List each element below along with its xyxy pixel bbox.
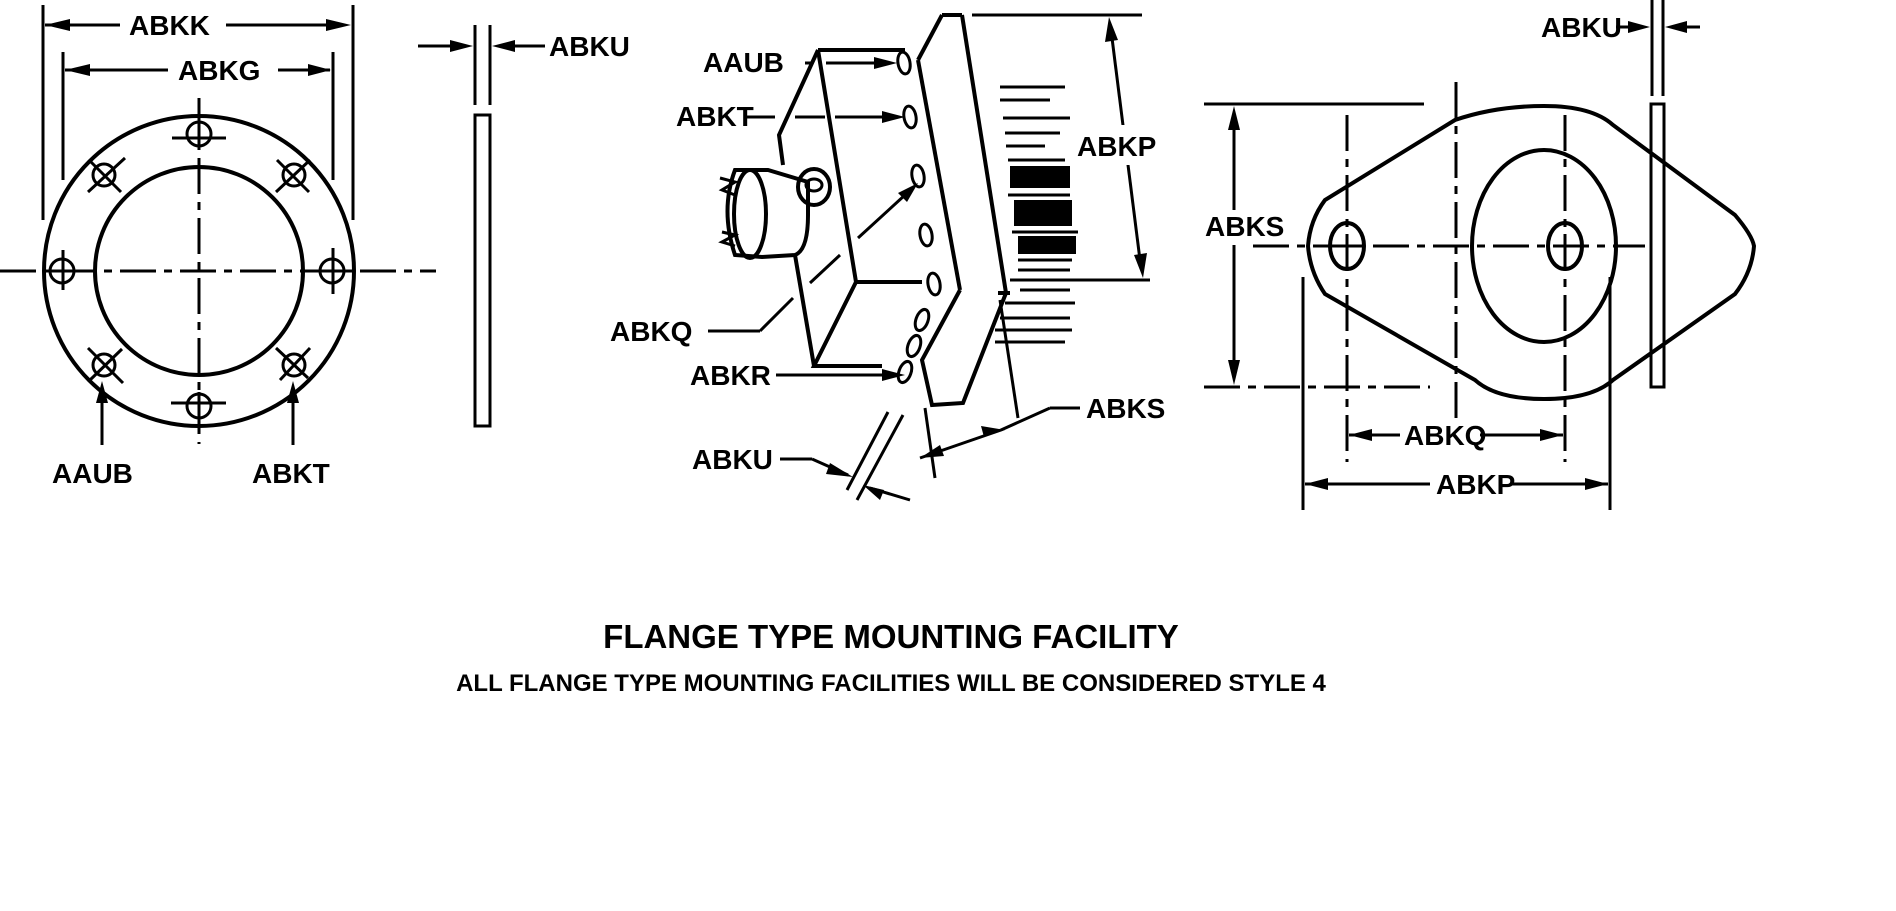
extension-line	[998, 299, 1020, 419]
box-bottom-edge	[810, 281, 882, 368]
bolt-hole-lower-right	[274, 346, 312, 382]
cooling-fins	[995, 85, 1078, 344]
arrowhead	[326, 19, 351, 31]
label-abkt: ABKT	[252, 458, 330, 489]
label-abkq: ABKQ	[1404, 420, 1486, 451]
arrowhead	[45, 19, 70, 31]
box-left-lower	[793, 254, 816, 367]
bolt-hole-upper-left	[86, 156, 127, 194]
plate-hole	[910, 163, 926, 189]
arrowhead	[874, 57, 897, 69]
arrowhead	[492, 40, 515, 52]
arrowhead	[863, 485, 884, 500]
arrowhead	[96, 381, 108, 403]
label-abku: ABKU	[549, 31, 630, 62]
arrowhead	[898, 183, 918, 202]
diamond-flange-outline	[1305, 103, 1757, 402]
plate-right-edge	[960, 14, 1008, 294]
bolt-hole-left	[48, 250, 76, 290]
arrowhead	[826, 463, 853, 477]
arrowhead	[450, 40, 473, 52]
box-front-edge	[816, 49, 922, 284]
extension-line	[845, 411, 890, 491]
label-aaub-iso: AAUB	[703, 47, 784, 78]
plate-hole	[926, 271, 942, 297]
drawing-title: FLANGE TYPE MOUNTING FACILITY	[603, 618, 1179, 655]
flange-profile	[1649, 102, 1666, 389]
bolt-hole-bottom	[171, 392, 226, 420]
connector-pins	[718, 230, 740, 248]
bolt-hole-lower-left	[86, 346, 125, 385]
arrowhead	[287, 381, 299, 403]
label-abkt-iso: ABKT	[676, 101, 754, 132]
round-flange-view: ABKK ABKG	[0, 5, 436, 489]
plate-hole	[896, 359, 914, 385]
arrowhead	[1228, 106, 1240, 130]
label-aaub: AAUB	[52, 458, 133, 489]
arrowhead	[1305, 478, 1328, 490]
label-abku-iso: ABKU	[692, 444, 773, 475]
connector-pins	[718, 176, 739, 197]
diamond-flange-side-view: ABKU	[1541, 0, 1700, 389]
arrowhead	[308, 64, 331, 76]
arrowhead	[1665, 21, 1687, 33]
bolt-hole-top	[172, 120, 226, 148]
arrowhead	[1228, 360, 1240, 385]
plate-hole	[902, 104, 918, 130]
plate-bottom	[919, 289, 1009, 408]
isometric-view: ABKP AAUB ABKT ABKQ ABKR ABKS	[610, 13, 1165, 502]
box-top-left	[776, 49, 820, 166]
label-abkk: ABKK	[129, 10, 210, 41]
connector-boss-hole	[804, 177, 824, 193]
plate-top-left	[916, 14, 944, 61]
label-abks: ABKS	[1205, 211, 1284, 242]
label-abkp: ABKP	[1436, 469, 1515, 500]
plate-hole	[905, 333, 923, 359]
connector-boss	[796, 167, 832, 207]
bolt-hole-right	[318, 248, 346, 294]
connector-body	[725, 168, 810, 260]
flange-profile	[473, 113, 492, 428]
label-abkg: ABKG	[178, 55, 260, 86]
label-abkq-iso: ABKQ	[610, 316, 692, 347]
arrowhead	[920, 445, 944, 458]
label-abks-iso: ABKS	[1086, 393, 1165, 424]
bolt-hole-upper-right	[274, 158, 312, 194]
plate-inner-edge	[916, 59, 962, 291]
arrowhead	[1628, 21, 1650, 33]
arrowhead	[882, 369, 905, 381]
drawing-subtitle: ALL FLANGE TYPE MOUNTING FACILITIES WILL…	[456, 670, 1326, 697]
diamond-flange-view: ABKS ABKQ ABKP	[1204, 82, 1757, 510]
arrowhead	[1105, 17, 1118, 42]
connector-face	[732, 168, 768, 260]
extension-line	[923, 407, 937, 479]
plate-hole	[918, 222, 934, 248]
arrowhead	[65, 64, 90, 76]
arrowhead	[882, 111, 905, 123]
arrowhead	[1585, 478, 1608, 490]
arrowhead	[1349, 429, 1372, 441]
arrowhead	[981, 426, 1005, 437]
arrowhead	[1134, 253, 1147, 278]
round-flange-side-view: ABKU	[418, 25, 630, 428]
plate-hole	[913, 307, 931, 333]
arrowhead	[1540, 429, 1563, 441]
plate-hole	[896, 50, 912, 76]
label-abku-right: ABKU	[1541, 12, 1622, 43]
label-abkr-iso: ABKR	[690, 360, 771, 391]
label-abkp-iso: ABKP	[1077, 131, 1156, 162]
